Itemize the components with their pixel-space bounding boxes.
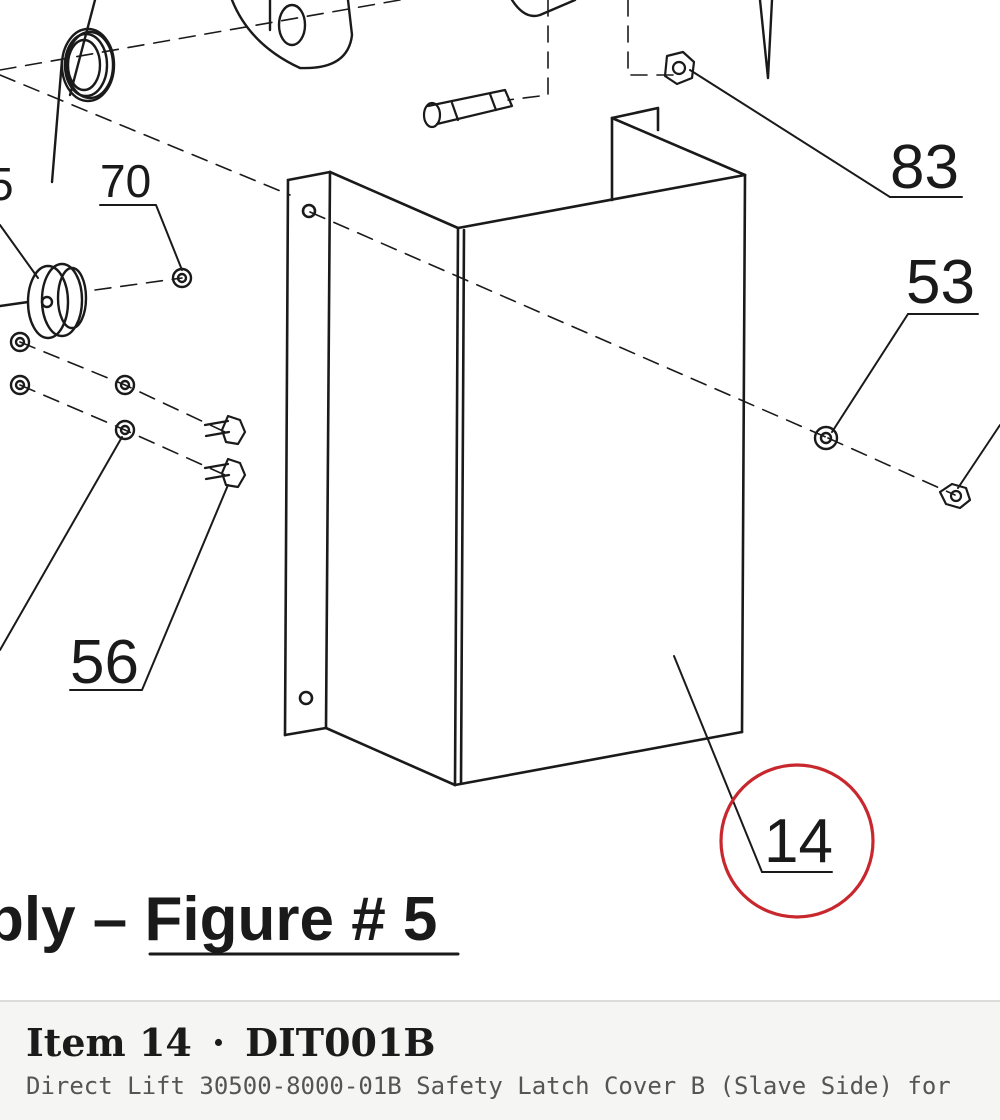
callout-53: 53	[906, 248, 975, 317]
callout-83: 83	[890, 133, 959, 202]
item-title: Item 14 · DIT001B	[26, 1020, 436, 1065]
figure-caption-label: Figure # 5	[145, 885, 438, 954]
bracket-arm	[230, 0, 577, 70]
pin	[422, 88, 514, 129]
item-label: Item 14	[26, 1020, 192, 1065]
exploded-parts-diagram: 70 5 83 53 56 14 bly – Figure # 5	[0, 0, 1000, 956]
assembly-dashed-lines	[0, 0, 956, 496]
hex-bolts	[203, 414, 972, 510]
washers	[9, 267, 839, 451]
safety-latch-cover	[283, 106, 747, 787]
part-number: DIT001B	[245, 1020, 436, 1065]
highlight-circle	[719, 763, 875, 919]
figure-caption: bly – Figure # 5	[0, 885, 437, 954]
item-info-footer: Item 14 · DIT001B Direct Lift 30500-8000-0…	[0, 1000, 1000, 1120]
rod	[758, 0, 774, 80]
callout-56: 56	[70, 628, 139, 697]
figure-caption-prefix: bly –	[0, 885, 145, 954]
nut-83	[663, 50, 696, 86]
item-separator: ·	[211, 1020, 226, 1065]
torsion-spring	[50, 0, 116, 184]
callout-14: 14	[764, 807, 833, 876]
callout-70: 70	[100, 155, 151, 207]
callout-leaders	[0, 69, 1000, 873]
item-description: Direct Lift 30500-8000-01B Safety Latch …	[26, 1072, 951, 1100]
pulley-wheel	[0, 262, 88, 340]
callout-partial: 5	[0, 158, 14, 210]
